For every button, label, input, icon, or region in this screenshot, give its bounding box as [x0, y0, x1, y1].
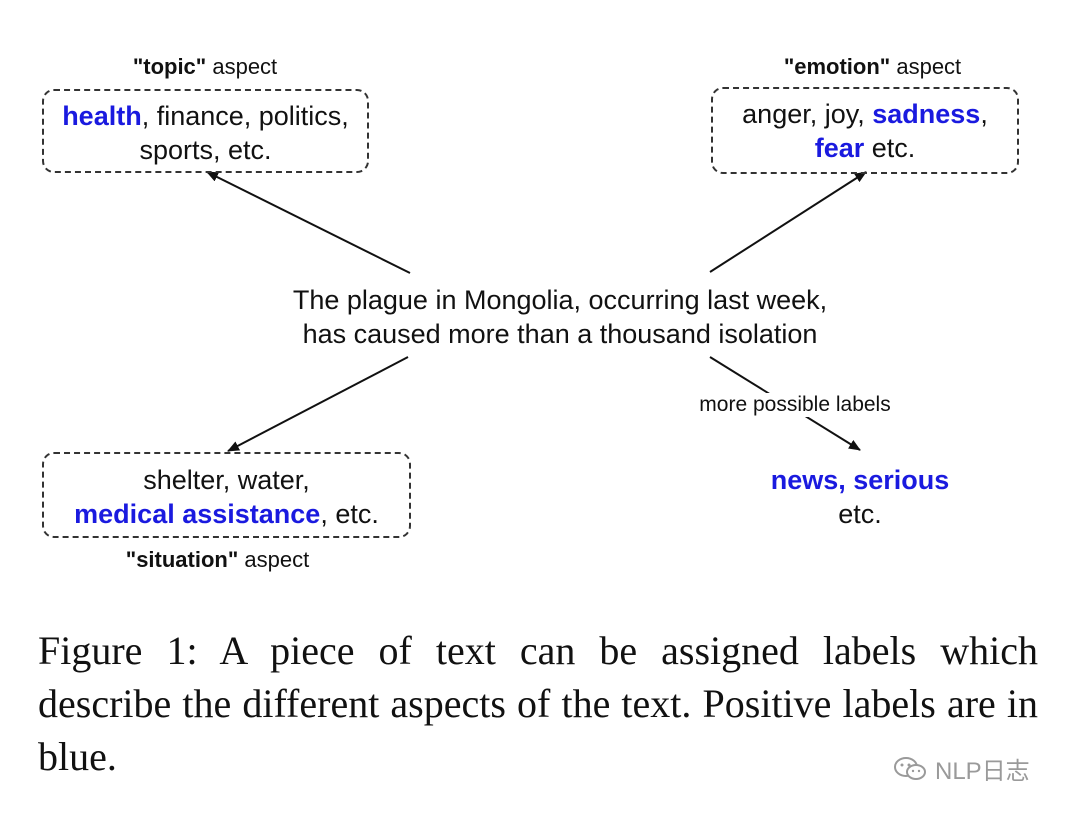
emotion-positive-label-1: sadness — [872, 99, 981, 129]
center-text-line-2: has caused more than a thousand isolatio… — [302, 319, 818, 349]
arrow-to-topic — [206, 171, 411, 274]
center-text-line-1: The plague in Mongolia, occurring last w… — [292, 285, 828, 315]
center-text: The plague in Mongolia, occurring last w… — [200, 283, 920, 351]
situation-etc: , etc. — [320, 499, 379, 529]
situation-aspect-name: "situation" — [125, 547, 239, 572]
topic-aspect-name: "topic" — [132, 54, 207, 79]
situation-line-1: shelter, water, — [143, 465, 310, 495]
watermark-text: NLP日志 — [935, 758, 1030, 785]
emotion-aspect-name: "emotion" — [783, 54, 891, 79]
situation-box: shelter, water, medical assistance, etc. — [42, 452, 411, 538]
more-labels-line-1: news, serious — [730, 463, 990, 497]
wechat-icon — [894, 756, 926, 780]
topic-box: health, finance, politics, sports, etc. — [42, 89, 369, 173]
topic-labels-rest: , finance, politics, — [141, 101, 349, 131]
arrow-to-situation — [227, 356, 409, 452]
more-labels-line-2: etc. — [838, 499, 882, 529]
situation-aspect-label: "situation" aspect — [80, 547, 355, 573]
watermark: NLP日志 — [893, 751, 1030, 786]
arrow-to-emotion — [709, 171, 867, 273]
emotion-aspect-word: aspect — [890, 54, 962, 79]
more-positive-label-2: serious — [853, 465, 950, 495]
topic-positive-label: health — [62, 101, 142, 131]
emotion-comma: , — [980, 99, 988, 129]
figure-caption: Figure 1: A piece of text can be assigne… — [38, 628, 1038, 779]
topic-aspect-label: "topic" aspect — [80, 54, 330, 80]
topic-aspect-word: aspect — [206, 54, 278, 79]
arrows — [206, 171, 867, 452]
situation-positive-label: medical assistance — [74, 499, 321, 529]
emotion-aspect-label: "emotion" aspect — [735, 54, 1010, 80]
situation-aspect-word: aspect — [238, 547, 310, 572]
emotion-positive-label-2: fear — [814, 133, 865, 163]
emotion-labels-pre: anger, joy, — [742, 99, 873, 129]
emotion-line-1: anger, joy, sadness, — [713, 97, 1017, 131]
diagram: "topic" aspect health, finance, politics… — [42, 54, 1019, 573]
emotion-etc: etc. — [864, 133, 916, 163]
emotion-box: anger, joy, sadness, fear etc. — [711, 87, 1019, 174]
topic-line-2: sports, etc. — [139, 135, 272, 165]
more-separator: , — [838, 465, 854, 495]
situation-line-2: medical assistance, etc. — [44, 497, 409, 531]
emotion-line-2: fear etc. — [713, 131, 1017, 165]
topic-line-1: health, finance, politics, — [44, 99, 367, 133]
more-possible-labels-edge-label: more possible labels — [660, 393, 930, 417]
more-labels: news, serious etc. — [730, 463, 990, 531]
more-positive-label-1: news — [770, 465, 839, 495]
